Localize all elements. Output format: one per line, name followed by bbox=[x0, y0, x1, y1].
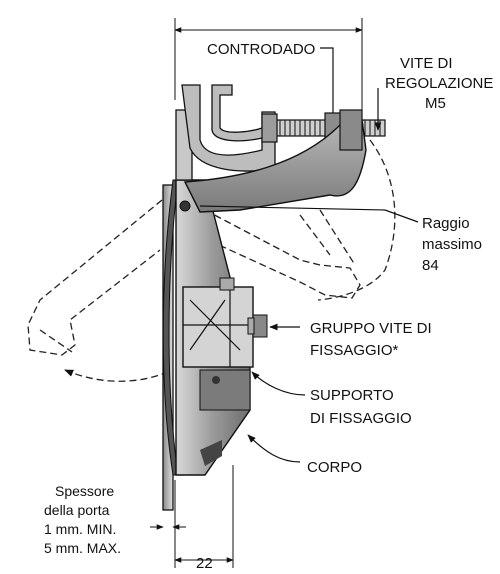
label-vite-3: M5 bbox=[425, 95, 446, 112]
label-spessore-2: della porta bbox=[44, 502, 110, 518]
label-dim-22: 22 bbox=[196, 555, 213, 572]
fixing-screw bbox=[247, 314, 268, 338]
label-supporto-1: SUPPORTO bbox=[310, 387, 394, 404]
open-position-right-ghost bbox=[204, 139, 396, 301]
label-vite-2: REGOLAZIONE bbox=[385, 75, 493, 92]
label-vite-1: VITE DI bbox=[400, 55, 453, 72]
arm-tip bbox=[339, 109, 363, 151]
label-raggio-1: Raggio bbox=[422, 215, 470, 232]
top-dimension bbox=[174, 18, 363, 110]
label-spessore-3: 1 mm. MIN. bbox=[44, 521, 116, 537]
open-position-left-ghost bbox=[27, 199, 173, 382]
pivot-pin bbox=[179, 200, 191, 212]
j-hook-bracket bbox=[181, 84, 276, 172]
label-raggio-3: 84 bbox=[422, 257, 439, 274]
label-controdado: CONTRODADO bbox=[207, 41, 315, 58]
label-corpo: CORPO bbox=[307, 459, 362, 476]
label-gruppo-1: GRUPPO VITE DI bbox=[310, 320, 432, 337]
label-gruppo-2: FISSAGGIO* bbox=[310, 342, 399, 359]
label-raggio-2: massimo bbox=[422, 236, 482, 253]
mounting-bracket bbox=[182, 277, 254, 368]
label-supporto-2: DI FISSAGGIO bbox=[310, 410, 412, 427]
label-spessore-1: Spessore bbox=[55, 483, 114, 499]
bottom-dimension bbox=[150, 465, 234, 568]
leader-lines bbox=[199, 47, 419, 463]
label-spessore-4: 5 mm. MAX. bbox=[44, 540, 121, 556]
